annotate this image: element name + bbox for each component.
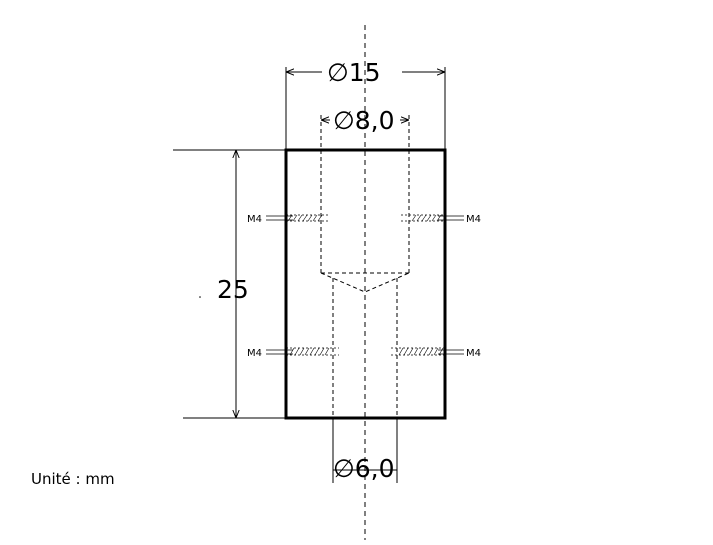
part-outline [284, 148, 447, 420]
outer-diameter-dimension [285, 67, 446, 150]
stray-dot [199, 296, 201, 298]
bottom-extension-lines [332, 418, 398, 483]
height-label: 25 [217, 275, 249, 304]
thread-label-top-left: M4 [247, 214, 262, 225]
thread-label-bottom-left: M4 [247, 348, 262, 359]
unit-note: Unité : mm [31, 470, 115, 488]
thread-label-top-right: M4 [466, 214, 481, 225]
outer-diameter-label: ∅15 [327, 58, 381, 87]
thread-label-bottom-right: M4 [466, 348, 481, 359]
height-dimension [173, 149, 286, 419]
bore-top-diameter-label: ∅8,0 [333, 106, 395, 135]
thread-leaders [266, 215, 464, 355]
upper-bore-hidden-lines [320, 115, 410, 293]
thread-hatching [287, 214, 444, 356]
bore-bottom-diameter-label: ∅6,0 [333, 454, 395, 483]
